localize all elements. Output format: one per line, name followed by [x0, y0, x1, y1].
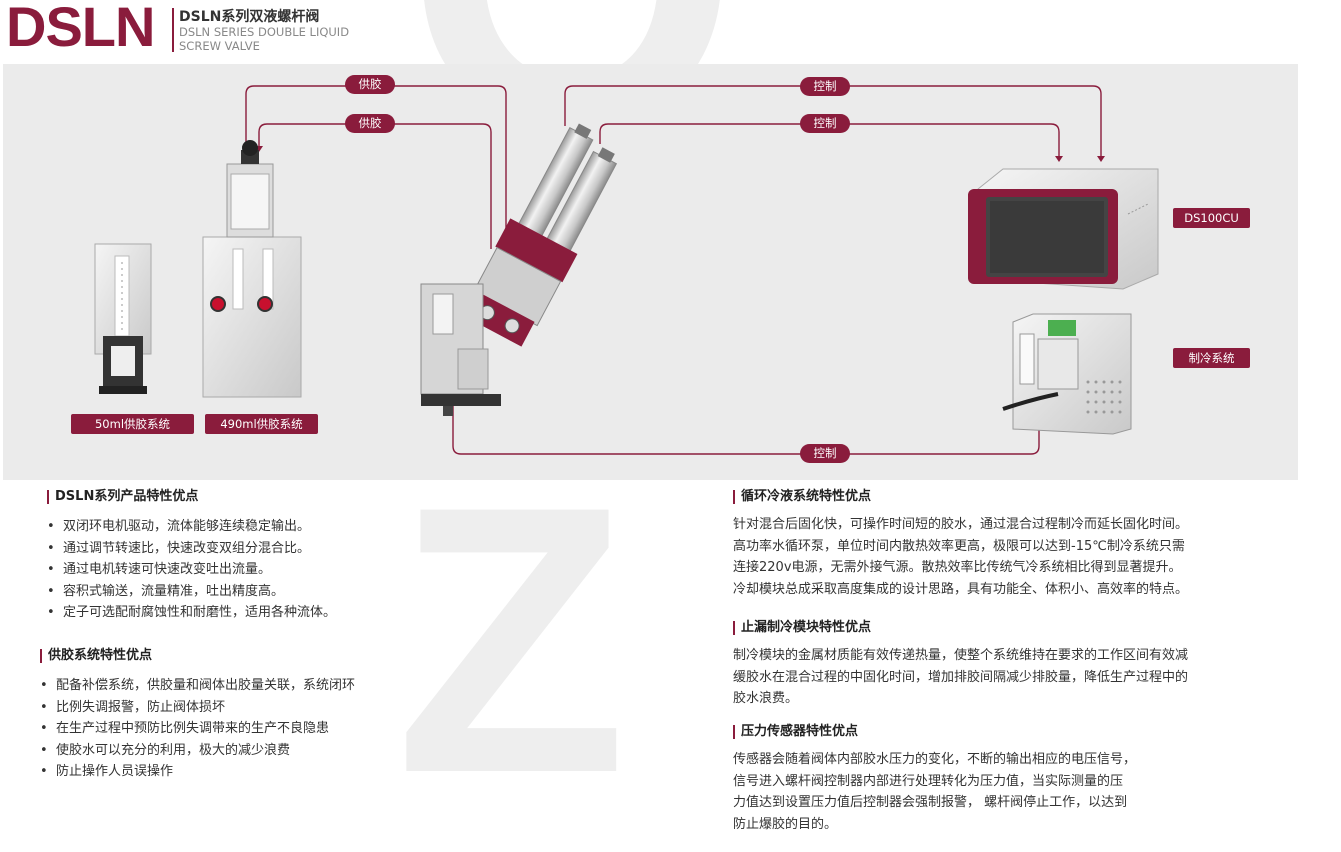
list-item: 比例失调报警，防止阀体损坏: [40, 697, 355, 719]
section-cooling-title: 循环冷液系统特性优点: [733, 490, 1188, 504]
paragraph-line: 冷却模块总成采取高度集成的设计思路，具有功能全、体积小、高效率的特点。: [733, 581, 1189, 597]
paragraph-line: 连接220v电源，无需外接气源。散热效率比传统气冷系统相比得到显著提升。: [733, 560, 1182, 575]
paragraph-line: 高功率水循环泵，单位时间内散热效率更高，极限可以达到-15℃制冷系统只需: [733, 538, 1185, 554]
list-item: 防止操作人员误操作: [40, 761, 355, 783]
supply-490ml-device: [202, 140, 302, 398]
section-product-title: DSLN系列产品特性优点: [47, 490, 336, 504]
paragraph-line: 胶水浪费。: [733, 691, 799, 706]
section-product-features: DSLN系列产品特性优点 双闭环电机驱动，流体能够连续稳定输出。 通过调节转速比…: [47, 490, 336, 624]
paragraph-line: 制冷模块的金属材质能有效传递热量，使整个系统维持在要求的工作区间有效减: [733, 648, 1189, 663]
label-50ml-supply: 50ml供胶系统: [71, 414, 194, 434]
product-feature-list: 双闭环电机驱动，流体能够连续稳定输出。 通过调节转速比，快速改变双组分混合比。 …: [47, 516, 336, 624]
list-item: 双闭环电机驱动，流体能够连续稳定输出。: [47, 516, 336, 538]
header-title-en-line2: SCREW VALVE: [179, 39, 260, 53]
paragraph-line: 防止爆胶的目的。: [733, 816, 838, 832]
supply-line-top: [245, 85, 507, 244]
pill-control-middle: 控制: [800, 114, 850, 133]
system-diagram-svg: [94, 85, 1159, 455]
cooling-system-device: [1002, 313, 1132, 435]
section-leakproof-title: 止漏制冷模块特性优点: [733, 621, 1188, 635]
paragraph-line: 信号进入螺杆阀控制器内部进行处理转化为压力值，当实际测量的压: [733, 773, 1124, 789]
label-490ml-supply: 490ml供胶系统: [205, 414, 318, 434]
paragraph-line: 力值达到设置压力值后控制器会强制报警， 螺杆阀停止工作，以达到: [733, 795, 1128, 810]
watermark-letter-z: Z: [395, 427, 628, 852]
list-item: 通过调节转速比，快速改变双组分混合比。: [47, 538, 336, 560]
supply-line-bottom: [258, 123, 492, 249]
paragraph-line: 缓胶水在混合过程的中固化时间，增加排胶间隔减少排胶量，降低生产过程中的: [733, 669, 1189, 685]
screw-valve-device: [420, 123, 618, 416]
control-line-bottom: [452, 406, 1040, 455]
list-item: 使胶水可以充分的利用，极大的减少浪费: [40, 740, 355, 762]
supply-50ml-device: [94, 243, 152, 394]
brand-logo: DSLN: [6, 0, 155, 58]
section-pressure-features: 压力传感器特性优点 传感器会随着阀体内部胶水压力的变化，不断的输出相应的电压信号…: [733, 725, 1136, 835]
pill-control-bottom: 控制: [800, 444, 850, 463]
paragraph-line: 传感器会随着阀体内部胶水压力的变化，不断的输出相应的电压信号，: [733, 752, 1137, 767]
pill-supply-top: 供胶: [345, 75, 395, 94]
ds100cu-controller-device: [968, 168, 1159, 290]
list-item: 通过电机转速可快速改变吐出流量。: [47, 559, 336, 581]
paragraph-line: 针对混合后固化快，可操作时间短的胶水，通过混合过程制冷而延长固化时间。: [733, 517, 1189, 532]
pill-control-top: 控制: [800, 77, 850, 96]
list-item: 在生产过程中预防比例失调带来的生产不良隐患: [40, 718, 355, 740]
label-ds100cu: DS100CU: [1173, 208, 1250, 228]
section-pressure-title: 压力传感器特性优点: [733, 725, 1136, 739]
section-cooling-features: 循环冷液系统特性优点 针对混合后固化快，可操作时间短的胶水，通过混合过程制冷而延…: [733, 490, 1188, 600]
cooling-paragraph: 针对混合后固化快，可操作时间短的胶水，通过混合过程制冷而延长固化时间。 高功率水…: [733, 514, 1188, 600]
leakproof-paragraph: 制冷模块的金属材质能有效传递热量，使整个系统维持在要求的工作区间有效减 缓胶水在…: [733, 645, 1188, 710]
section-supply-features: 供胶系统特性优点 配备补偿系统，供胶量和阀体出胶量关联，系统闭环 比例失调报警，…: [40, 649, 355, 783]
connection-arrows: [242, 146, 1105, 162]
pill-supply-bottom: 供胶: [345, 114, 395, 133]
label-cooling-system: 制冷系统: [1173, 348, 1250, 368]
header-divider: [172, 8, 174, 52]
section-supply-title: 供胶系统特性优点: [40, 649, 355, 663]
header-title-cn: DSLN系列双液螺杆阀: [179, 9, 320, 25]
header-title-en-line1: DSLN SERIES DOUBLE LIQUID: [179, 25, 350, 39]
system-diagram-panel: [3, 64, 1298, 480]
section-leakproof-features: 止漏制冷模块特性优点 制冷模块的金属材质能有效传递热量，使整个系统维持在要求的工…: [733, 621, 1188, 710]
list-item: 容积式输送，流量精准，吐出精度高。: [47, 581, 336, 603]
pressure-paragraph: 传感器会随着阀体内部胶水压力的变化，不断的输出相应的电压信号， 信号进入螺杆阀控…: [733, 749, 1136, 835]
supply-feature-list: 配备补偿系统，供胶量和阀体出胶量关联，系统闭环 比例失调报警，防止阀体损坏 在生…: [40, 675, 355, 783]
list-item: 定子可选配耐腐蚀性和耐磨性，适用各种流体。: [47, 602, 336, 624]
header-title-en: DSLN SERIES DOUBLE LIQUID SCREW VALVE: [179, 25, 349, 53]
list-item: 配备补偿系统，供胶量和阀体出胶量关联，系统闭环: [40, 675, 355, 697]
